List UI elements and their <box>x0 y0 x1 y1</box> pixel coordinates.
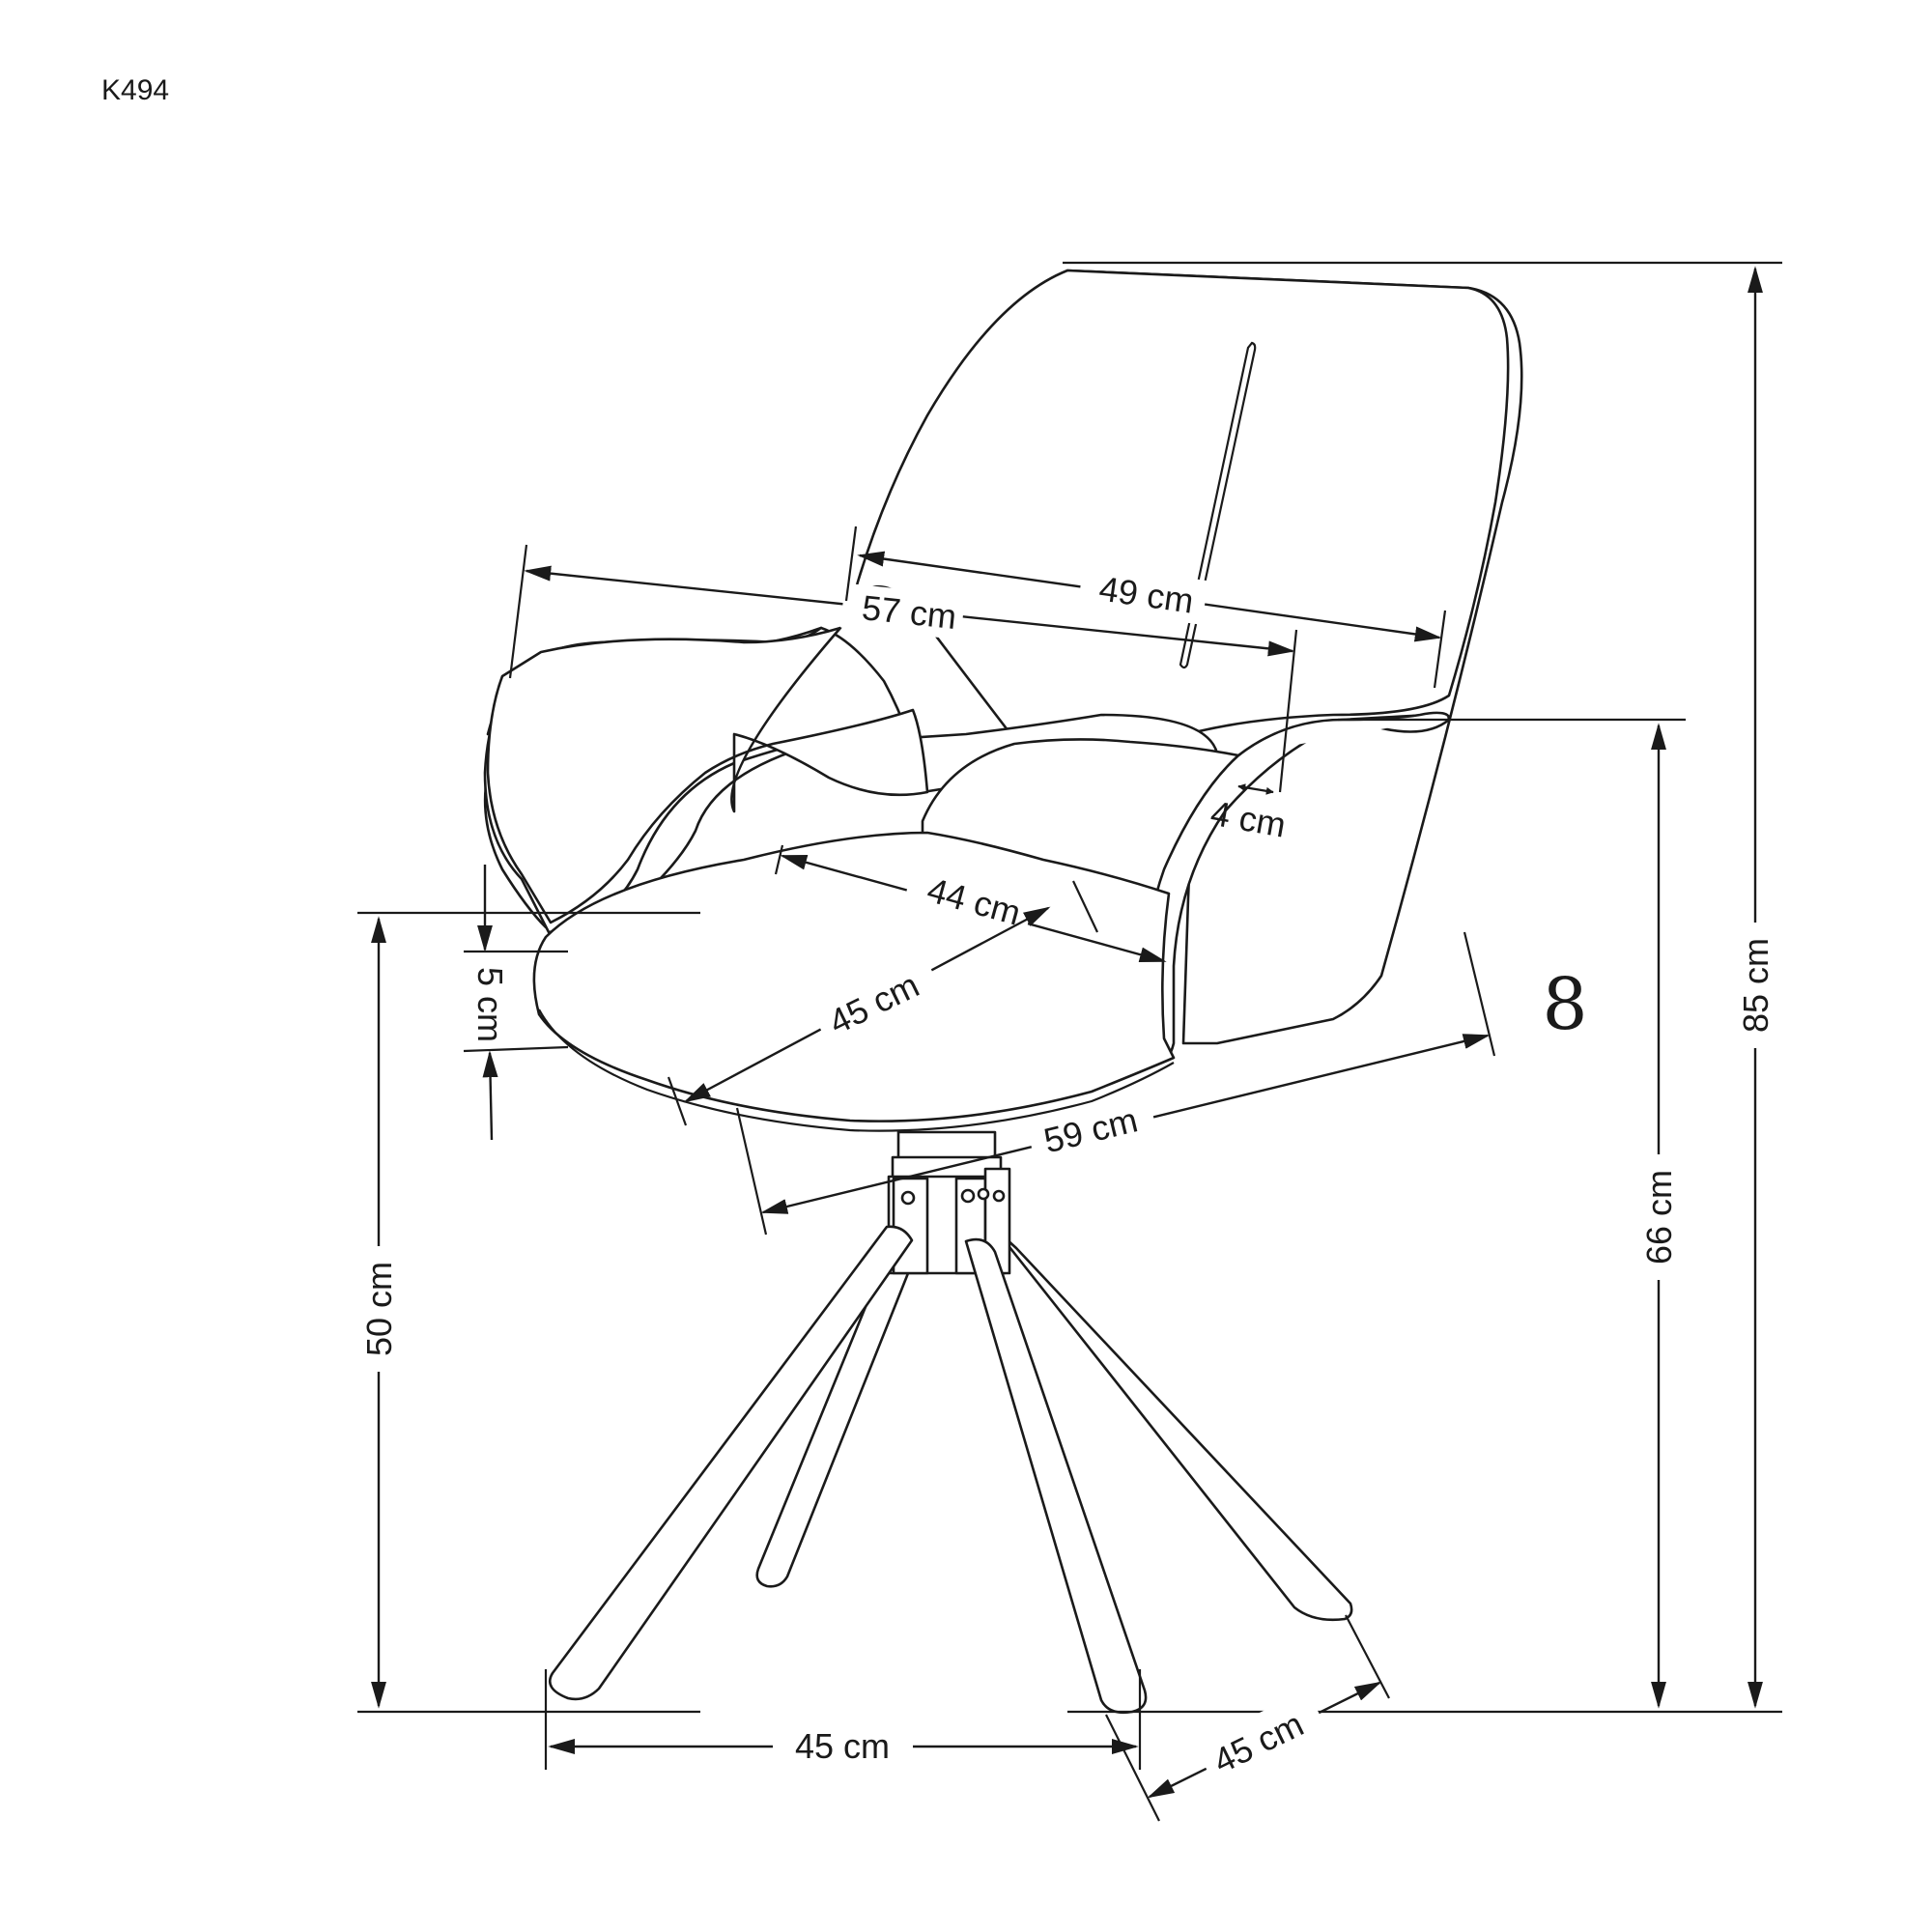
backrest-seam <box>1179 341 1257 669</box>
label-overall-depth: 59 cm <box>1040 1099 1142 1160</box>
label-seat-thickness: 5 cm <box>470 967 510 1042</box>
leg-back-right <box>993 1227 1353 1622</box>
label-total-height: 85 cm <box>1736 938 1776 1033</box>
leg-front-right <box>964 1237 1148 1715</box>
label-armrest-height: 66 cm <box>1639 1170 1679 1264</box>
chair-illustration <box>483 269 1523 1715</box>
model-code: K494 <box>101 74 169 106</box>
bolt-icon <box>977 1187 990 1201</box>
label-seat-height: 50 cm <box>359 1262 399 1356</box>
dim-armrest-thickness <box>1237 783 1274 795</box>
label-base-width: 45 cm <box>795 1726 890 1766</box>
bolt-icon <box>900 1190 916 1206</box>
care-symbol: 8 <box>1542 963 1587 1046</box>
leg-back-left <box>755 1236 918 1588</box>
bolt-icon <box>992 1189 1006 1203</box>
leg-front-left <box>548 1225 914 1701</box>
bolt-icon <box>960 1188 976 1204</box>
